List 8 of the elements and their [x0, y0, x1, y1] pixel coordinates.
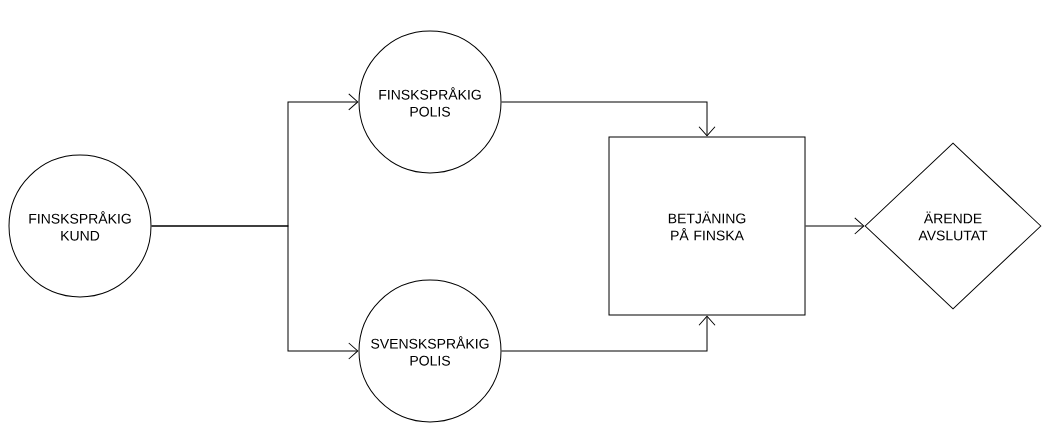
- circle-node: FINSKSPRÅKIG POLIS: [358, 30, 502, 174]
- circle-node: SVENSKSPRÅKIG POLIS: [358, 279, 502, 423]
- circle-node: FINSKSPRÅKIG KUND: [8, 154, 152, 298]
- arrow: [501, 101, 716, 137]
- arrow: [805, 217, 865, 235]
- arrow: [501, 315, 716, 352]
- arrow: [151, 225, 359, 360]
- process-box: BETJÄNING PÅ FINSKA: [608, 136, 806, 316]
